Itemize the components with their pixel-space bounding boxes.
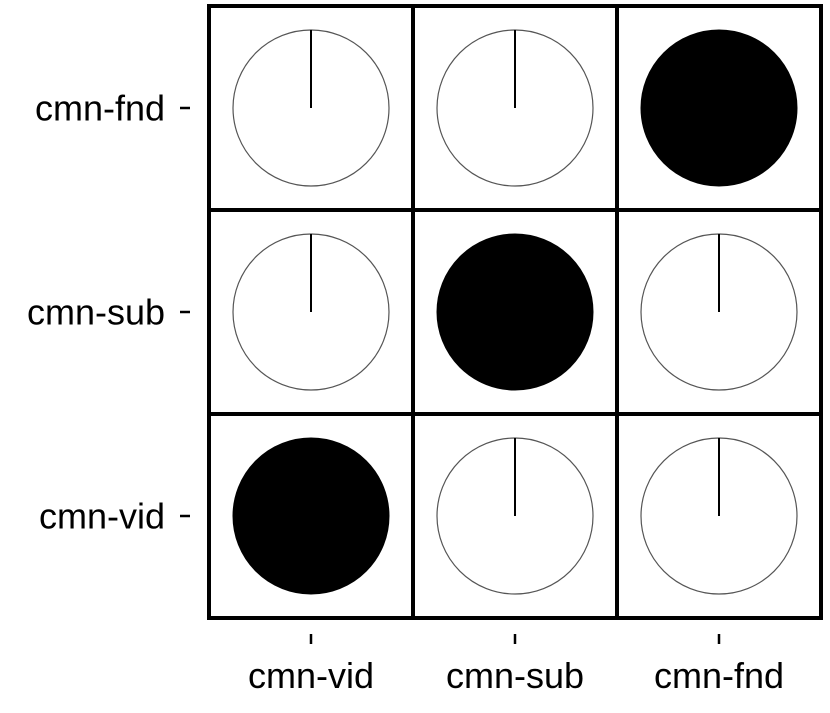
y-tick-label: cmn-vid <box>39 496 165 537</box>
y-tick-label: cmn-sub <box>27 292 165 333</box>
cell-cmn-sub-cmn-fnd <box>615 208 823 416</box>
cell-cmn-sub-cmn-vid <box>207 208 415 416</box>
x-tick-label: cmn-sub <box>446 655 584 696</box>
cell-cmn-fnd-cmn-sub <box>411 4 619 212</box>
cell-cmn-vid-cmn-sub <box>411 412 619 620</box>
x-tick-label: cmn-vid <box>248 655 374 696</box>
x-axis: cmn-vid cmn-sub cmn-fnd <box>248 634 784 696</box>
pie-full <box>232 437 390 595</box>
y-tick-label: cmn-fnd <box>35 88 165 129</box>
cell-cmn-fnd-cmn-fnd <box>615 4 823 212</box>
cell-cmn-vid-cmn-fnd <box>615 412 823 620</box>
cell-grid <box>207 4 823 620</box>
pie-full <box>436 233 594 391</box>
cell-cmn-sub-cmn-sub <box>411 208 619 416</box>
x-tick-label: cmn-fnd <box>654 655 784 696</box>
cell-cmn-fnd-cmn-vid <box>207 4 415 212</box>
pie-full <box>640 29 798 187</box>
cell-cmn-vid-cmn-vid <box>207 412 415 620</box>
y-axis: cmn-fnd cmn-sub cmn-vid <box>27 88 190 537</box>
